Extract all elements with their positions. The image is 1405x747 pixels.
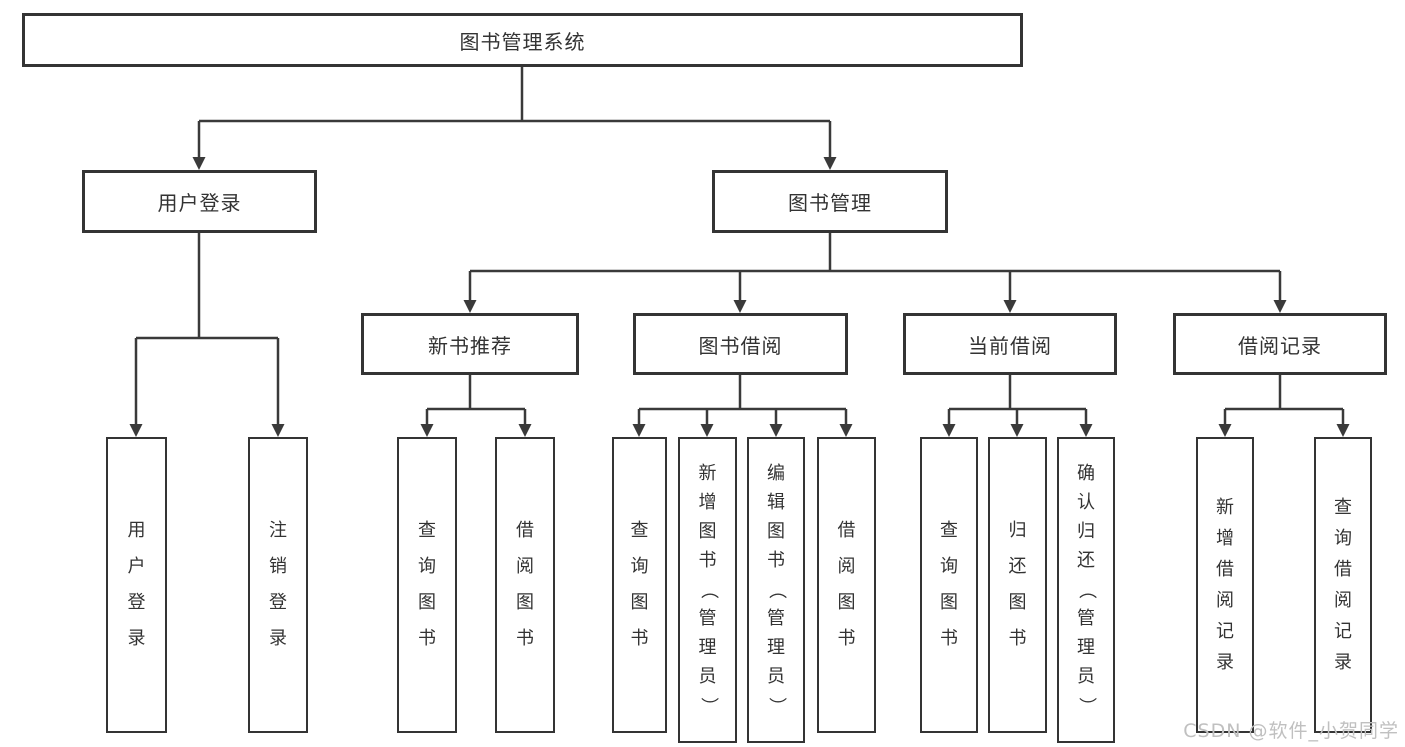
node-borrow-records: 借阅记录 bbox=[1173, 313, 1387, 375]
root-node-library-system: 图书管理系统 bbox=[22, 13, 1023, 67]
leaf-add-book-admin: 新增图书（管理员） bbox=[678, 437, 737, 743]
leaf-borrow-book-recommend: 借阅图书 bbox=[495, 437, 555, 733]
node-new-book-recommend: 新书推荐 bbox=[361, 313, 579, 375]
leaf-user-login: 用户登录 bbox=[106, 437, 167, 733]
leaf-query-book-current: 查询图书 bbox=[920, 437, 978, 733]
node-current-borrow: 当前借阅 bbox=[903, 313, 1117, 375]
leaf-add-borrow-record: 新增借阅记录 bbox=[1196, 437, 1254, 733]
leaf-logout: 注销登录 bbox=[248, 437, 308, 733]
leaf-query-book-recommend: 查询图书 bbox=[397, 437, 457, 733]
node-book-management: 图书管理 bbox=[712, 170, 948, 233]
leaf-return-book: 归还图书 bbox=[988, 437, 1047, 733]
leaf-query-book-borrow: 查询图书 bbox=[612, 437, 667, 733]
leaf-confirm-return-admin: 确认归还（管理员） bbox=[1057, 437, 1115, 743]
leaf-query-borrow-record: 查询借阅记录 bbox=[1314, 437, 1372, 733]
leaf-edit-book-admin: 编辑图书（管理员） bbox=[747, 437, 805, 743]
csdn-watermark: CSDN @软件_小贺同学 bbox=[1183, 720, 1399, 742]
node-book-borrow: 图书借阅 bbox=[633, 313, 848, 375]
node-user-login: 用户登录 bbox=[82, 170, 317, 233]
leaf-borrow-book: 借阅图书 bbox=[817, 437, 876, 733]
